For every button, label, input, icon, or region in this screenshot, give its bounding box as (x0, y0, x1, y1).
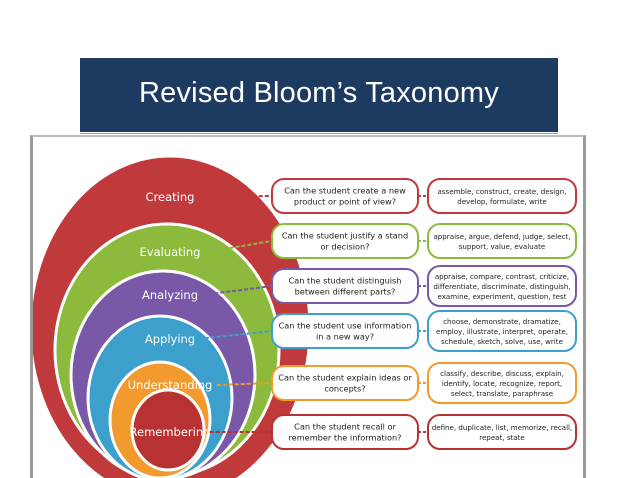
verbs-text: differentiate, discriminate, distinguish… (433, 282, 570, 291)
page-title: Revised Bloom’s Taxonomy (139, 76, 499, 109)
verbs-text: repeat, state (479, 433, 525, 442)
connector-applying (198, 330, 273, 340)
verbs-text: employ, illustrate, interpret, operate, (436, 327, 568, 336)
layer-remembering (130, 388, 206, 472)
verbs-text: assemble, construct, create, design, (438, 187, 567, 196)
question-box-applying (271, 313, 419, 349)
question-text: Can the student create a new (284, 186, 406, 196)
verbs-text: examine, experiment, question, test (437, 292, 566, 301)
verbs-text: identify, locate, recognize, report, (442, 379, 562, 388)
question-text: remember the information? (288, 433, 401, 443)
question-box-remembering (271, 414, 419, 450)
level-label-understanding: Understanding (128, 378, 213, 392)
question-text: Can the student recall or (294, 422, 396, 432)
question-text: concepts? (324, 384, 365, 394)
title-underline (80, 128, 558, 132)
title-underline-thin (80, 133, 558, 134)
verbs-text: select, translate, paraphrase (451, 389, 553, 398)
verbs-text: schedule, sketch, solve, use, write (441, 337, 563, 346)
verbs-text: develop, formulate, write (457, 197, 547, 206)
level-label-evaluating: Evaluating (140, 245, 201, 259)
verbs-text: appraise, compare, contrast, criticize, (435, 272, 569, 281)
question-text: product or point of view? (294, 197, 396, 207)
verbs-text: define, duplicate, list, memorize, recal… (432, 423, 573, 432)
level-label-applying: Applying (145, 332, 195, 346)
question-box-analyzing (271, 268, 419, 304)
verbs-text: classify, describe, discuss, explain, (440, 369, 564, 378)
connector-evaluating (205, 240, 273, 253)
question-box-evaluating (271, 223, 419, 259)
verbs-text: appraise, argue, defend, judge, select, (433, 232, 570, 241)
level-label-analyzing: Analyzing (142, 288, 198, 302)
level-label-creating: Creating (146, 190, 195, 204)
verbs-box-analyzing (427, 265, 577, 307)
verbs-box-remembering (427, 414, 577, 450)
connector-creating (198, 195, 273, 198)
question-box-understanding (271, 365, 419, 401)
verbs-box-understanding (427, 362, 577, 404)
verbs-box-evaluating (427, 223, 577, 259)
level-label-remembering: Remembering (130, 425, 211, 439)
question-text: Can the student distinguish (289, 276, 402, 286)
question-text: or decision? (320, 242, 369, 252)
question-text: Can the student use information (279, 321, 412, 331)
question-text: Can the student justify a stand (282, 231, 408, 241)
verbs-box-creating (427, 178, 577, 214)
question-text: in a new way? (316, 332, 374, 342)
verbs-box-applying (427, 310, 577, 352)
question-box-creating (271, 178, 419, 214)
title-banner: Revised Bloom’s Taxonomy (80, 58, 558, 128)
question-text: Can the student explain ideas or (278, 373, 412, 383)
verbs-text: support, value, evaluate (459, 242, 546, 251)
connector-understanding (216, 382, 273, 386)
question-text: between different parts? (295, 287, 396, 297)
verbs-text: choose, demonstrate, dramatize, (443, 317, 561, 326)
